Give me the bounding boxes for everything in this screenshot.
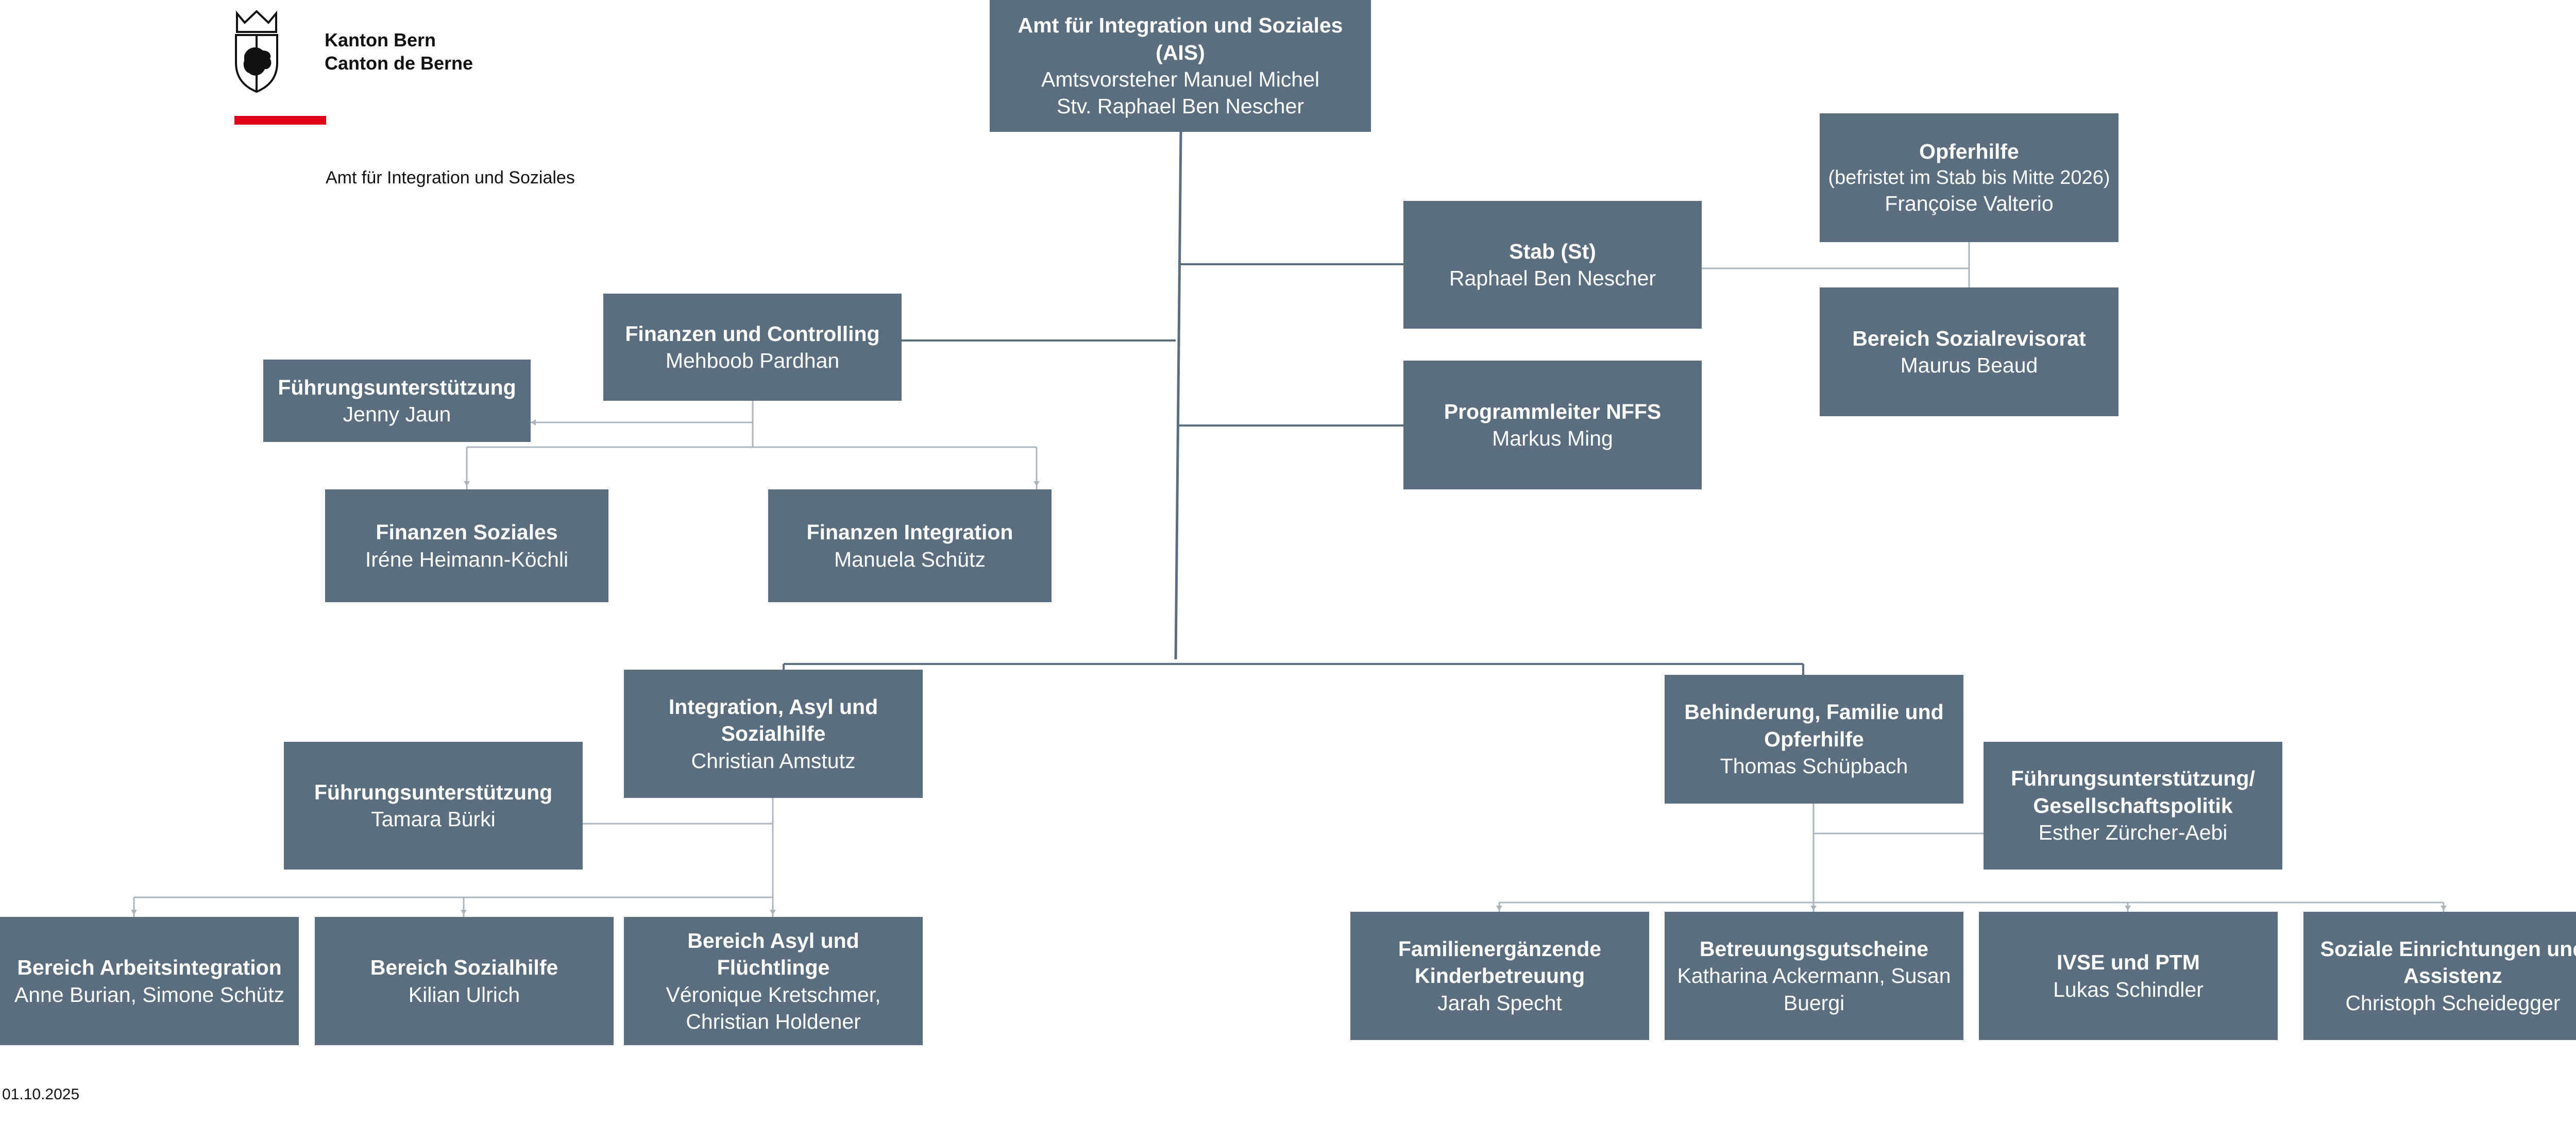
node-fu-ias-name: Tamara Bürki [371,807,496,831]
node-soziale-einrichtungen-title-1: Soziale Einrichtungen und [2320,936,2576,961]
node-asyl[interactable]: Bereich Asyl und Flüchtlinge Véronique K… [624,917,923,1045]
canton-name-de: Kanton Bern [325,29,436,50]
node-finanzen-soziales-name: Iréne Heimann-Köchli [365,547,569,571]
node-betreuungsgutscheine-title: Betreuungsgutscheine [1699,936,1929,961]
node-sozialhilfe-name: Kilian Ulrich [408,982,520,1007]
node-fu-bfo-name: Esther Zürcher-Aebi [2038,821,2228,845]
node-bfo[interactable]: Behinderung, Familie und Opferhilfe Thom… [1665,675,1963,804]
node-finanzen-integration[interactable]: Finanzen Integration Manuela Schütz [768,489,1052,602]
node-ivse[interactable]: IVSE und PTM Lukas Schindler [1979,912,2278,1040]
node-finanzen[interactable]: Finanzen und Controlling Mehboob Pardhan [603,294,902,401]
node-opferhilfe[interactable]: Opferhilfe (befristet im Stab bis Mitte … [1820,113,2119,242]
node-betreuungsgutscheine[interactable]: Betreuungsgutscheine Katharina Ackermann… [1665,912,1963,1040]
node-ias[interactable]: Integration, Asyl und Sozialhilfe Christ… [624,670,923,798]
node-ias-name: Christian Amstutz [691,748,856,773]
node-soziale-einrichtungen[interactable]: Soziale Einrichtungen und Assistenz Chri… [2303,912,2576,1040]
node-betreuungsgutscheine-name-2: Buergi [1783,991,1845,1015]
node-ais-title-2: (AIS) [1156,40,1205,64]
node-bfo-title-1: Behinderung, Familie und [1684,700,1944,724]
node-soziale-einrichtungen-title-2: Assistenz [2403,964,2502,988]
node-fu-bfo-title-1: Führungsunterstützung/ [2011,767,2255,791]
node-familienergaenzende-title-2: Kinderbetreuung [1414,964,1585,988]
node-finanzen-soziales[interactable]: Finanzen Soziales Iréne Heimann-Köchli [325,489,608,602]
node-ais[interactable]: Amt für Integration und Soziales (AIS) A… [990,0,1371,132]
connector-finanzen-sub [466,401,1038,489]
node-ias-title-2: Sozialhilfe [721,722,826,746]
node-bfo-title-2: Opferhilfe [1764,727,1864,751]
connector-bfo-sub [1498,804,2445,912]
node-fu-ias[interactable]: Führungsunterstützung Tamara Bürki [284,742,583,870]
date-label: 01.10.2025 [2,1086,80,1103]
node-ais-name-2: Stv. Raphael Ben Nescher [1056,94,1304,118]
node-sozialhilfe-title: Bereich Sozialhilfe [370,956,558,980]
node-familienergaenzende-name: Jarah Specht [1437,991,1562,1015]
connector-division-bar [783,663,1804,675]
node-soziale-einrichtungen-name: Christoph Scheidegger [2345,991,2561,1015]
node-nffs[interactable]: Programmleiter NFFS Markus Ming [1403,361,1702,489]
node-fu-finanzen-title: Führungsunterstützung [278,375,516,399]
node-fu-finanzen[interactable]: Führungsunterstützung Jenny Jaun [263,360,531,442]
brand-red-bar [234,116,326,125]
node-opferhilfe-note: (befristet im Stab bis Mitte 2026) [1828,166,2110,189]
node-finanzen-integration-title: Finanzen Integration [806,520,1013,544]
node-familienergaenzende-title-1: Familienergänzende [1398,936,1602,961]
node-opferhilfe-name: Françoise Valterio [1885,192,2054,216]
bern-coat-of-arms-icon [235,10,278,93]
node-ivse-name: Lukas Schindler [2053,977,2204,1001]
node-sozialhilfe[interactable]: Bereich Sozialhilfe Kilian Ulrich [315,917,614,1045]
node-nffs-title: Programmleiter NFFS [1444,399,1662,423]
node-finanzen-soziales-title: Finanzen Soziales [376,520,558,544]
node-finanzen-integration-name: Manuela Schütz [834,547,986,571]
node-stab[interactable]: Stab (St) Raphael Ben Nescher [1403,201,1702,329]
node-asyl-name-1: Véronique Kretschmer, [666,982,881,1007]
node-arbeitsintegration-title: Bereich Arbeitsintegration [17,956,282,980]
node-opferhilfe-title: Opferhilfe [1919,140,2019,164]
node-asyl-title-2: Flüchtlinge [717,956,830,980]
node-asyl-title-1: Bereich Asyl und [687,928,859,952]
node-fu-bfo[interactable]: Führungsunterstützung/ Gesellschaftspoli… [1984,742,2282,870]
node-ias-title-1: Integration, Asyl und [668,694,878,719]
node-fu-ias-title: Führungsunterstützung [314,780,553,804]
connector-ias-sub [133,798,774,917]
node-bfo-name: Thomas Schüpbach [1720,754,1908,778]
canton-name-fr: Canton de Berne [325,52,473,74]
node-sozialrevisorat-name: Maurus Beaud [1900,353,2038,377]
connector-stab-side [1702,242,1970,287]
node-finanzen-title: Finanzen und Controlling [625,321,880,346]
node-ivse-title: IVSE und PTM [2057,950,2200,975]
node-ais-title-1: Amt für Integration und Soziales [1018,13,1343,38]
node-stab-name: Raphael Ben Nescher [1449,266,1656,290]
connector-main-trunk [1174,131,1182,660]
node-ais-name-1: Amtsvorsteher Manuel Michel [1041,67,1320,91]
department-label: Amt für Integration und Soziales [326,168,575,188]
node-stab-title: Stab (St) [1509,239,1596,263]
node-betreuungsgutscheine-name-1: Katharina Ackermann, Susan [1677,964,1951,988]
node-nffs-name: Markus Ming [1492,427,1613,450]
node-finanzen-name: Mehboob Pardhan [665,349,840,372]
node-sozialrevisorat[interactable]: Bereich Sozialrevisorat Maurus Beaud [1820,287,2119,416]
canton-name: Kanton Bern Canton de Berne [325,29,473,75]
node-fu-bfo-title-2: Gesellschaftspolitik [2033,793,2233,818]
node-asyl-name-2: Christian Holdener [686,1009,861,1033]
node-arbeitsintegration[interactable]: Bereich Arbeitsintegration Anne Burian, … [0,917,299,1045]
node-arbeitsintegration-name: Anne Burian, Simone Schütz [14,982,285,1007]
node-fu-finanzen-name: Jenny Jaun [343,402,451,426]
node-familienergaenzende[interactable]: Familienergänzende Kinderbetreuung Jarah… [1350,912,1649,1040]
node-sozialrevisorat-title: Bereich Sozialrevisorat [1852,326,2086,350]
